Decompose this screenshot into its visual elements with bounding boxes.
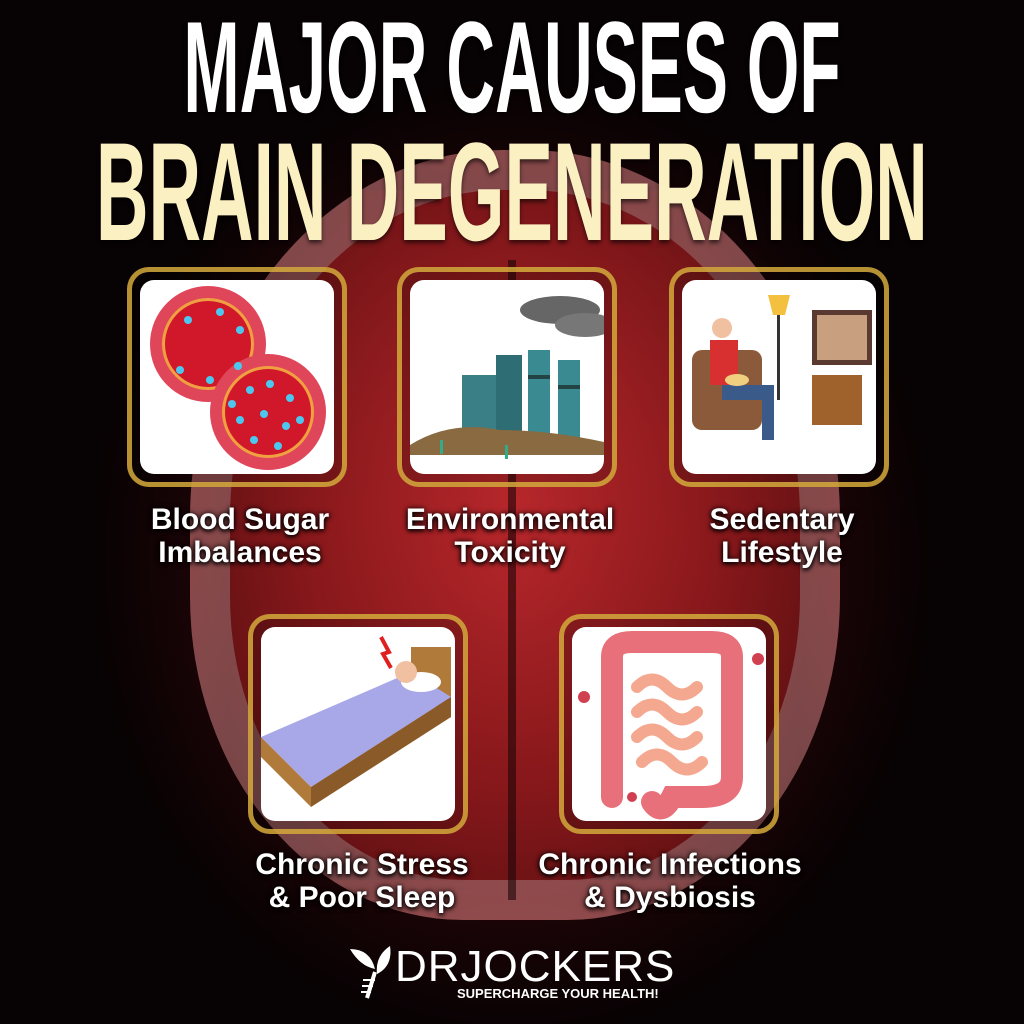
blood-vessel-glucose-icon: [150, 286, 326, 470]
label-line: Sedentary: [709, 503, 855, 536]
title-line-1: MAJOR CAUSES OF: [183, 0, 841, 140]
title-line-2: BRAIN DEGENERATION: [96, 113, 928, 270]
brain-fissure: [508, 260, 516, 900]
label-stress-sleep: Chronic Stress& Poor Sleep: [212, 848, 512, 914]
label-line: Chronic Stress: [255, 848, 469, 881]
leaf-dna-icon: [350, 946, 391, 999]
card-sedentary-lifestyle: [669, 267, 889, 487]
label-line: Lifestyle: [721, 536, 843, 569]
label-line: Chronic Infections: [538, 848, 802, 881]
label-line: Toxicity: [454, 536, 566, 569]
bed-headache-icon: [261, 636, 451, 807]
title-row-2: BRAIN DEGENERATION: [0, 113, 1024, 270]
label-line: & Dysbiosis: [584, 881, 756, 914]
label-line: & Poor Sleep: [268, 881, 456, 914]
label-line: Blood Sugar: [150, 503, 330, 536]
label-line: Imbalances: [158, 536, 322, 569]
intestine-bacteria-icon: [578, 631, 764, 820]
card-stress-sleep: [248, 614, 468, 834]
label-line: Environmental: [405, 503, 615, 536]
card-blood-sugar: [127, 267, 347, 487]
title-row-1: MAJOR CAUSES OF: [0, 0, 1024, 140]
drjockers-logo: DRJOCKERS SUPERCHARGE YOUR HEALTH!: [345, 942, 675, 1002]
logo-tagline: SUPERCHARGE YOUR HEALTH!: [457, 986, 659, 1001]
logo-name: DRJOCKERS: [395, 942, 676, 991]
couch-tv-icon: [692, 295, 872, 440]
factory-pollution-icon: [410, 296, 604, 459]
label-infections-dysbiosis: Chronic Infections& Dysbiosis: [520, 848, 820, 914]
card-environmental-toxicity: [397, 267, 617, 487]
card-infections-dysbiosis: [559, 614, 779, 834]
